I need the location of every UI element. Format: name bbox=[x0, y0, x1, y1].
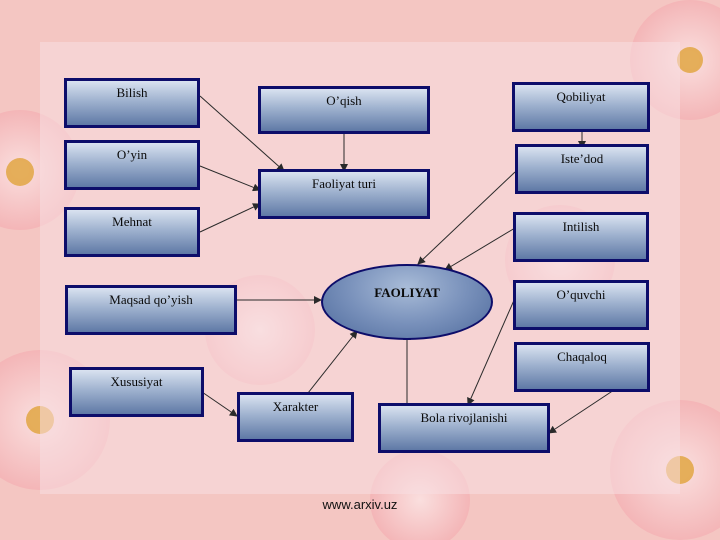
node-bilish: Bilish bbox=[64, 78, 200, 128]
node-qobiliyat: Qobiliyat bbox=[512, 82, 650, 132]
node-maqsad-qoyish: Maqsad qo’yish bbox=[65, 285, 237, 335]
node-xususiyat: Xususiyat bbox=[69, 367, 204, 417]
node-istedod: Iste’dod bbox=[515, 144, 649, 194]
node-label: O’qish bbox=[326, 93, 362, 108]
node-label: Bilish bbox=[116, 85, 148, 100]
node-label: Iste’dod bbox=[560, 151, 604, 166]
arrow-oquvchi-bola bbox=[467, 297, 516, 406]
arrow-mehnat-faoliyat-turi bbox=[199, 203, 261, 233]
footer-url-text: www.arxiv.uz bbox=[322, 497, 398, 512]
node-label: Qobiliyat bbox=[556, 89, 606, 104]
node-oquvchi: O’quvchi bbox=[513, 280, 649, 330]
node-label: O’yin bbox=[116, 147, 148, 162]
footer-url: www.arxiv.uz bbox=[0, 497, 720, 512]
node-faoliyat-turi: Faoliyat turi bbox=[258, 169, 430, 219]
node-oyin: O’yin bbox=[64, 140, 200, 190]
node-bola-rivojlanishi: Bola rivojlanishi bbox=[378, 403, 550, 453]
node-intilish: Intilish bbox=[513, 212, 649, 262]
arrow-oyin-faoliyat-turi bbox=[199, 165, 261, 192]
node-faoliyat-hub: FAOLIYAT bbox=[321, 264, 493, 340]
node-label: Faoliyat turi bbox=[312, 176, 376, 191]
node-label: Mehnat bbox=[112, 214, 152, 229]
node-label: O’quvchi bbox=[556, 287, 606, 302]
arrow-bilish-faoliyat-turi bbox=[199, 95, 285, 172]
arrow-intilish-faoliyat bbox=[444, 227, 516, 271]
node-chaqaloq: Chaqaloq bbox=[514, 342, 650, 392]
node-label: Maqsad qo’yish bbox=[109, 292, 193, 307]
arrow-chaqaloq-bola bbox=[548, 389, 615, 434]
node-label: Intilish bbox=[562, 219, 600, 234]
arrow-xarakter-faoliyat bbox=[307, 330, 358, 394]
node-xarakter: Xarakter bbox=[237, 392, 354, 442]
hub-label: FAOLIYAT bbox=[374, 285, 440, 300]
arrow-istedod-faoliyat bbox=[417, 171, 516, 265]
node-label: Bola rivojlanishi bbox=[420, 410, 508, 425]
node-label: Xarakter bbox=[272, 399, 319, 414]
arrow-xususiyat-xarakter bbox=[201, 391, 238, 417]
node-oqish: O’qish bbox=[258, 86, 430, 134]
node-mehnat: Mehnat bbox=[64, 207, 200, 257]
node-label: Chaqaloq bbox=[557, 349, 607, 364]
node-label: Xususiyat bbox=[110, 374, 163, 389]
